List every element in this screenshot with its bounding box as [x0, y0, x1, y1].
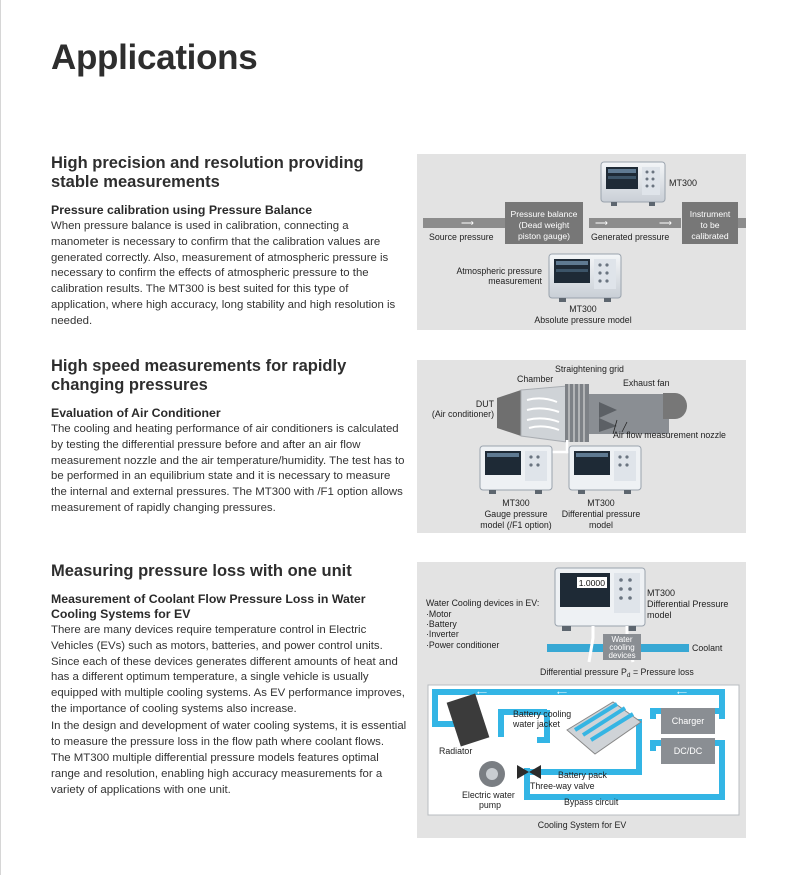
wcd-label: cooling [609, 643, 634, 652]
mt300-device-icon [479, 445, 553, 494]
airflow-icon [526, 397, 560, 431]
gauge-model-label: Gauge pressure [484, 509, 547, 519]
dcdc-box [661, 738, 715, 764]
mt300-device-icon [548, 253, 622, 302]
device-item: ·Inverter [426, 629, 459, 639]
wcd-label: Water [611, 635, 632, 644]
chamber-label: Chamber [517, 374, 553, 384]
device-item: ·Power conditioner [426, 640, 499, 650]
pressure-calibration-diagram: ⟶ ⟶ ⟶ MT300 Pressure balance (Dead weigh… [423, 161, 746, 325]
three-way-valve-icon [517, 765, 541, 779]
air-conditioner-icon [497, 390, 521, 436]
generated-pressure-label: Generated pressure [591, 232, 669, 242]
mt300-bottom-label: MT300 [569, 304, 596, 314]
section-body: In the design and development of water c… [51, 719, 407, 748]
battery-pack-label: Battery pack [558, 770, 607, 780]
chamber-icon [520, 385, 568, 443]
pressure-balance-box [505, 202, 583, 244]
section-heading: High precision and resolution providing … [51, 154, 364, 191]
section-coolant-pressure-loss: Measuring pressure loss with one unit Me… [51, 562, 407, 799]
section-pressure-calibration: High precision and resolution providing … [51, 154, 407, 330]
pump-label: pump [479, 800, 501, 810]
section-subheading: Pressure calibration using Pressure Bala… [51, 203, 313, 217]
radiator-icon [446, 693, 490, 747]
air-conditioner-diagram: Straightening grid Chamber Exhaust fan D… [432, 364, 726, 530]
charger-label: Charger [672, 716, 705, 726]
section-subheading: Evaluation of Air Conditioner [51, 406, 221, 420]
charger-box [661, 708, 715, 734]
ev-cooling-diagram: 1.0000 MT300 Differential Pressure model… [426, 567, 740, 830]
straightening-grid-label: Straightening grid [555, 364, 624, 374]
section-body: The MT300 multiple differential pressure… [51, 752, 383, 796]
three-way-label: Three-way valve [530, 781, 595, 791]
differential-model-label: Differential pressure [562, 509, 641, 519]
pressure-balance-label: Pressure balance [511, 209, 578, 219]
figure-air-conditioner: Straightening grid Chamber Exhaust fan D… [417, 360, 746, 533]
nozzle-label: Air flow measurement nozzle [613, 430, 726, 440]
section-heading: Measuring pressure loss with one unit [51, 562, 352, 580]
differential-model-label: model [589, 520, 613, 530]
differential-pressure-label: Differential pressure Pd = Pressure loss [540, 667, 694, 679]
pressure-balance-label: (Dead weight [519, 220, 570, 230]
bypass-label: Bypass circuit [564, 797, 619, 807]
pump-label: Electric water [462, 790, 515, 800]
section-heading: High speed measurements for rapidly chan… [51, 357, 347, 394]
figure-pressure-calibration: ⟶ ⟶ ⟶ MT300 Pressure balance (Dead weigh… [417, 154, 746, 330]
instrument-label: calibrated [691, 231, 728, 241]
differential-model-label: MT300 [587, 498, 614, 508]
battery-jacket-label: Battery cooling [513, 709, 571, 719]
instrument-box [682, 202, 738, 244]
page-left-rule [0, 0, 1, 875]
section-subheading: Measurement of Coolant Flow Pressure Los… [51, 592, 366, 621]
device-item: ·Battery [426, 619, 457, 629]
devices-title: Water Cooling devices in EV: [426, 598, 539, 608]
mt300-label: model [647, 610, 672, 620]
section-body: The cooling and heating performance of a… [51, 423, 405, 514]
generated-pipe [589, 218, 681, 228]
source-pipe [423, 218, 511, 228]
source-pressure-label: Source pressure [429, 232, 494, 242]
wcd-label: devices [608, 651, 635, 660]
arrow-right-icon: ⟶ [461, 218, 474, 228]
instrument-label: to be [700, 220, 719, 230]
instrument-label: Instrument [690, 209, 731, 219]
atmospheric-label: Atmospheric pressure [456, 266, 542, 276]
section-body: There are many devices require temperatu… [51, 624, 405, 715]
dcdc-label: DC/DC [674, 746, 703, 756]
gauge-model-label: model (/F1 option) [480, 520, 551, 530]
pressure-balance-label: piston gauge) [518, 231, 570, 241]
mt300-device-icon [554, 567, 646, 631]
figure-ev-cooling: 1.0000 MT300 Differential Pressure model… [417, 562, 746, 838]
mt300-label: Differential Pressure [647, 599, 728, 609]
dut-label: DUT [476, 399, 495, 409]
flow-arrow-icon: ⟵ [557, 690, 567, 697]
arrow-right-icon: ⟶ [659, 218, 672, 228]
page-title: Applications [51, 38, 258, 77]
mt300-label: MT300 [647, 588, 675, 598]
section-body: When pressure balance is used in calibra… [51, 220, 396, 327]
mt300-device-icon [568, 445, 642, 494]
device-item: ·Motor [426, 609, 451, 619]
display-readout: 1.0000 [579, 578, 606, 588]
radiator-label: Radiator [439, 746, 472, 756]
figure-caption: Cooling System for EV [538, 820, 627, 830]
section-air-conditioner: High speed measurements for rapidly chan… [51, 357, 407, 517]
gauge-model-label: MT300 [502, 498, 529, 508]
flow-arrow-icon: ⟵ [477, 690, 487, 697]
water-cooling-devices-box [603, 634, 641, 660]
coolant-label: Coolant [692, 643, 723, 653]
absolute-model-label: Absolute pressure model [534, 315, 631, 325]
arrow-right-icon: ⟶ [595, 218, 608, 228]
battery-pack-icon [566, 701, 642, 755]
battery-jacket-label: water jacket [512, 719, 560, 729]
flow-arrow-icon: ⟵ [677, 690, 687, 697]
mt300-top-label: MT300 [669, 178, 697, 188]
dut-label: (Air conditioner) [432, 409, 494, 419]
mt300-device-icon [600, 161, 666, 206]
exhaust-fan-label: Exhaust fan [623, 378, 670, 388]
outlet-pipe [733, 218, 746, 228]
atmospheric-label: measurement [488, 276, 542, 286]
